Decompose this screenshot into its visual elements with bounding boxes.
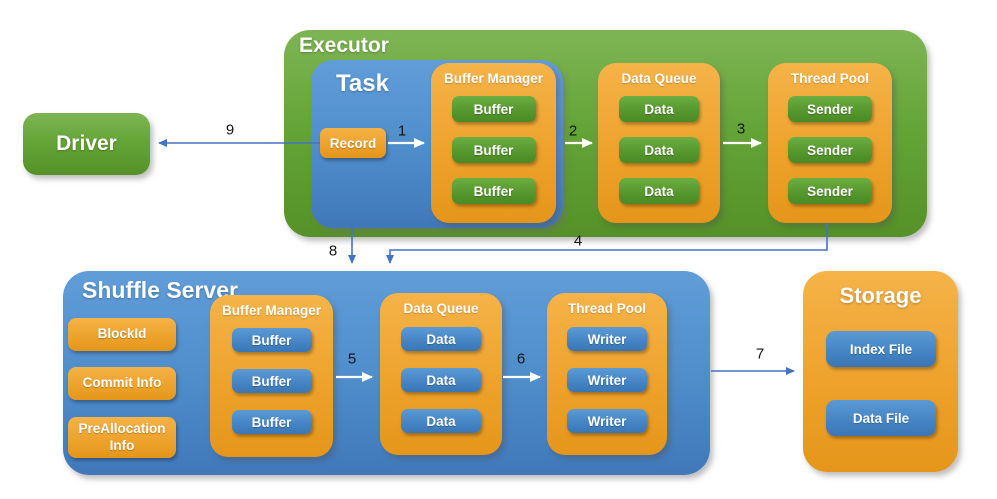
shuffle-thread-pool-panel: Thread Pool Writer Writer Writer: [547, 293, 667, 455]
buffer-chip: Buffer: [451, 137, 536, 163]
data-chip: Data: [401, 368, 481, 392]
shuffle-server-title: Shuffle Server: [82, 277, 238, 303]
writer-chip: Writer: [567, 409, 647, 433]
data-chip: Data: [401, 409, 481, 433]
flow-label-7: 7: [755, 345, 765, 363]
commit-info-chip: Commit Info: [68, 367, 176, 400]
task-title: Task: [336, 70, 389, 97]
buffer-chip: Buffer: [231, 328, 312, 352]
shuffle-buffer-manager-panel: Buffer Manager Buffer Buffer Buffer: [210, 295, 333, 457]
driver-title: Driver: [56, 132, 117, 155]
data-chip: Data: [619, 178, 699, 204]
flow-label-2: 2: [568, 122, 578, 140]
shuffle-thread-pool-title: Thread Pool: [567, 301, 646, 316]
sender-chip: Sender: [788, 137, 872, 163]
flow-label-1: 1: [397, 122, 407, 140]
driver-box: Driver: [23, 113, 150, 175]
buffer-chip: Buffer: [451, 96, 536, 122]
shuffle-data-queue-title: Data Queue: [403, 301, 479, 316]
data-chip: Data: [401, 327, 481, 351]
record-box: Record: [320, 128, 386, 158]
flow-label-5: 5: [347, 350, 357, 368]
buffer-chip: Buffer: [231, 410, 312, 434]
preallocation-info-chip: PreAllocation Info: [68, 417, 176, 458]
executor-data-queue-title: Data Queue: [621, 71, 697, 86]
sender-chip: Sender: [788, 96, 872, 122]
flow-label-9: 9: [225, 121, 235, 139]
data-file-chip: Data File: [826, 400, 936, 436]
buffer-chip: Buffer: [231, 369, 312, 393]
flow-label-6: 6: [516, 350, 526, 368]
writer-chip: Writer: [567, 327, 647, 351]
data-chip: Data: [619, 96, 699, 122]
executor-buffer-manager-title: Buffer Manager: [443, 71, 543, 86]
index-file-chip: Index File: [826, 331, 936, 367]
shuffle-data-queue-panel: Data Queue Data Data Data: [380, 293, 502, 455]
flow-label-3: 3: [736, 120, 746, 138]
flow-label-8: 8: [328, 242, 338, 260]
executor-title: Executor: [299, 34, 389, 57]
buffer-chip: Buffer: [451, 178, 536, 204]
executor-thread-pool-title: Thread Pool: [790, 71, 869, 86]
flow-label-4: 4: [573, 232, 583, 250]
blockid-chip: BlockId: [68, 318, 176, 351]
storage-title: Storage: [839, 283, 922, 308]
storage-box: Storage Index File Data File: [803, 271, 958, 472]
executor-thread-pool-panel: Thread Pool Sender Sender Sender: [768, 63, 892, 223]
data-chip: Data: [619, 137, 699, 163]
shuffle-buffer-manager-title: Buffer Manager: [221, 303, 321, 318]
executor-buffer-manager-panel: Buffer Manager Buffer Buffer Buffer: [431, 63, 556, 223]
writer-chip: Writer: [567, 368, 647, 392]
sender-chip: Sender: [788, 178, 872, 204]
executor-data-queue-panel: Data Queue Data Data Data: [598, 63, 720, 223]
